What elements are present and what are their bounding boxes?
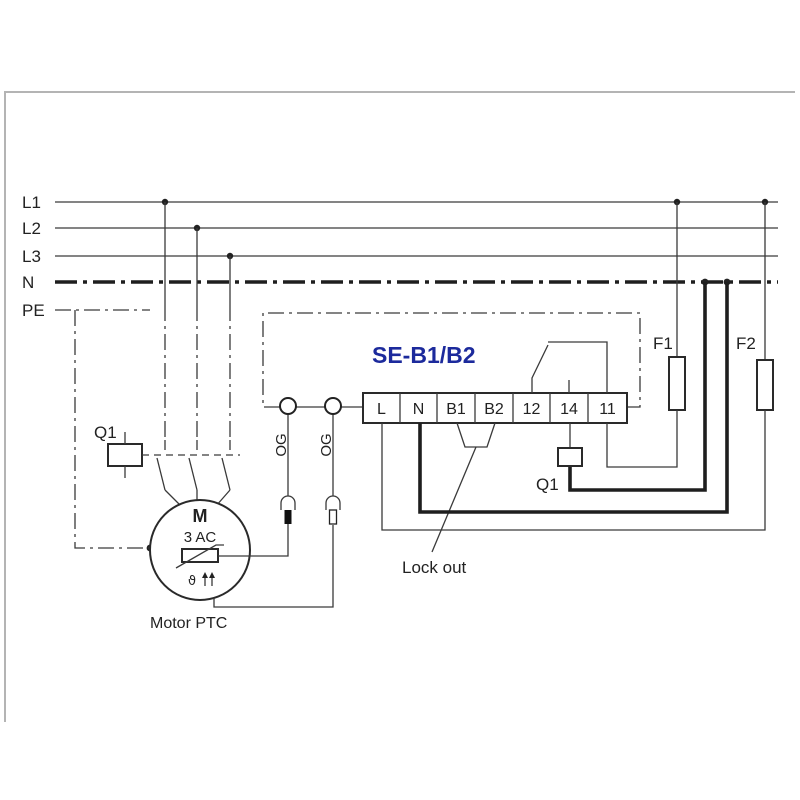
label-l3: L3 bbox=[22, 247, 41, 266]
contactor-coil bbox=[107, 443, 143, 467]
label-l2: L2 bbox=[22, 219, 41, 238]
contact-stubs bbox=[164, 440, 231, 450]
motor-feed bbox=[164, 202, 231, 440]
plug-socket-icon bbox=[280, 495, 296, 510]
device-se-b1-b2: SE-B1/B2 OG OG L N B1 B2 12 14 11 bbox=[262, 312, 641, 457]
neutral-wire-q1 bbox=[568, 282, 707, 492]
ptc-diagonal bbox=[175, 544, 224, 569]
relay-coil-q1: Q1 bbox=[536, 423, 583, 494]
contact-blades bbox=[156, 457, 231, 491]
ptc-lead-2 bbox=[213, 525, 334, 608]
device-enclosure bbox=[262, 312, 641, 408]
motor-ptc-caption: Motor PTC bbox=[150, 615, 227, 632]
terminal-dividers bbox=[399, 393, 589, 423]
fuse-f2: F2 bbox=[381, 202, 774, 531]
ptc-temperature-symbol: ϑ bbox=[188, 574, 196, 589]
ptc-arrows-icon bbox=[202, 572, 215, 586]
motor: M 3 AC ϑ Motor PTC bbox=[149, 499, 251, 632]
sensor-connector-1 bbox=[280, 414, 296, 524]
frame-border bbox=[4, 91, 795, 722]
relay-contact bbox=[531, 341, 608, 393]
device-title: SE-B1/B2 bbox=[372, 342, 476, 368]
motor-type: 3 AC bbox=[184, 529, 217, 546]
contactor-label: Q1 bbox=[94, 423, 117, 442]
og-label-2: OG bbox=[318, 433, 335, 456]
plug-pin-icon bbox=[328, 509, 338, 525]
fuse-f1: F1 bbox=[606, 202, 686, 468]
ptc-resistor bbox=[181, 548, 219, 563]
og-label-1: OG bbox=[273, 433, 290, 456]
terminal-strip bbox=[362, 392, 628, 424]
terminal-b2: B2 bbox=[484, 401, 504, 418]
plug-socket-icon bbox=[325, 495, 341, 510]
lock-out-pointer bbox=[431, 446, 477, 553]
f2-body bbox=[756, 359, 774, 411]
plug-pin-icon bbox=[284, 510, 292, 524]
f1-body bbox=[668, 356, 686, 411]
f1-to-terminal-11 bbox=[606, 410, 678, 468]
terminal-b1: B1 bbox=[446, 401, 466, 418]
contactor-q1: Q1 bbox=[94, 423, 240, 507]
lock-out-label: Lock out bbox=[402, 558, 467, 577]
supply-lines: L1 L2 L3 N PE bbox=[22, 193, 778, 320]
ptc-lead-1 bbox=[218, 523, 289, 557]
f2-to-terminal-l bbox=[381, 410, 766, 531]
motor-symbol: M bbox=[193, 506, 208, 526]
relay-coil bbox=[557, 447, 583, 467]
label-pe: PE bbox=[22, 301, 45, 320]
f1-label: F1 bbox=[653, 334, 673, 353]
og-terminal-1 bbox=[279, 397, 297, 415]
relay-coil-label: Q1 bbox=[536, 475, 559, 494]
label-l1: L1 bbox=[22, 193, 41, 212]
f2-label: F2 bbox=[736, 334, 756, 353]
neutral-wire-n bbox=[418, 282, 729, 514]
lock-out-bridge bbox=[456, 422, 496, 448]
terminal-14: 14 bbox=[560, 401, 578, 418]
og-terminal-2 bbox=[324, 397, 342, 415]
terminal-12: 12 bbox=[523, 401, 541, 418]
sensor-connector-2 bbox=[325, 414, 341, 525]
label-n: N bbox=[22, 273, 34, 292]
pe-wire bbox=[74, 310, 150, 549]
terminal-l: L bbox=[377, 401, 386, 418]
terminal-11: 11 bbox=[599, 401, 616, 418]
lock-out: Lock out bbox=[402, 422, 496, 577]
terminal-n: N bbox=[413, 401, 425, 418]
